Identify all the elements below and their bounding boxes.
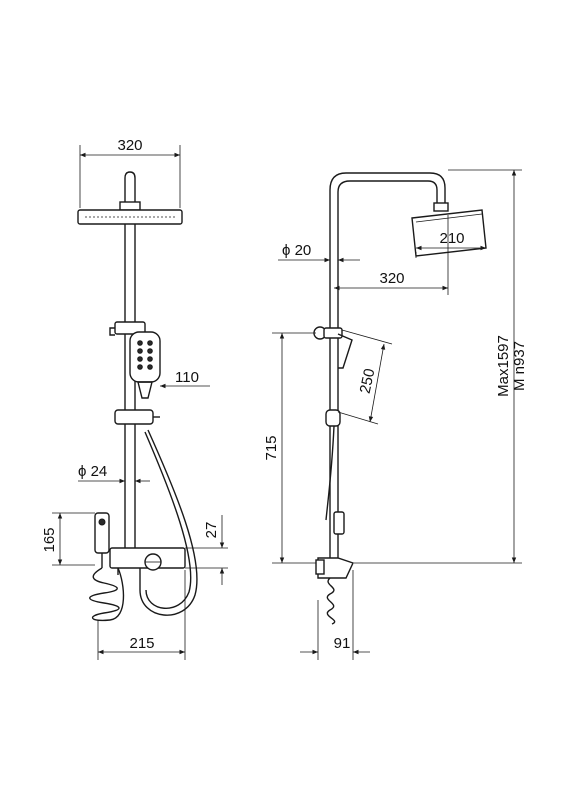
front-view [77, 171, 198, 622]
spray-nozzles [137, 340, 153, 370]
side-view [313, 172, 487, 625]
dim-front-hand-shower: 110 [175, 369, 199, 386]
dim-side-hand-shower-length: 250 [357, 367, 379, 395]
dim-front-pipe-diameter: ϕ 24 [78, 463, 107, 480]
dim-front-bidet-height: 165 [41, 527, 58, 552]
dim-side-depth: 91 [334, 635, 351, 652]
dim-front-spout-height: 27 [203, 522, 220, 539]
dim-side-head-diameter: 210 [439, 230, 464, 247]
dim-side-pipe-diameter: ϕ 20 [282, 242, 311, 259]
dim-front-head-width: 320 [117, 137, 142, 154]
front-dimensions: 320 110 ϕ 24 165 27 215 [41, 137, 228, 660]
dim-front-spout-length: 215 [129, 635, 154, 652]
side-dimensions: ϕ 20 210 320 250 715 Max1597 M n937 91 [263, 169, 528, 660]
dim-side-arm-reach: 320 [379, 270, 404, 287]
dim-side-max-height: Max1597 [495, 335, 512, 397]
dim-side-mixer-height: 715 [263, 435, 280, 460]
dim-side-min-height: M n937 [511, 341, 528, 391]
